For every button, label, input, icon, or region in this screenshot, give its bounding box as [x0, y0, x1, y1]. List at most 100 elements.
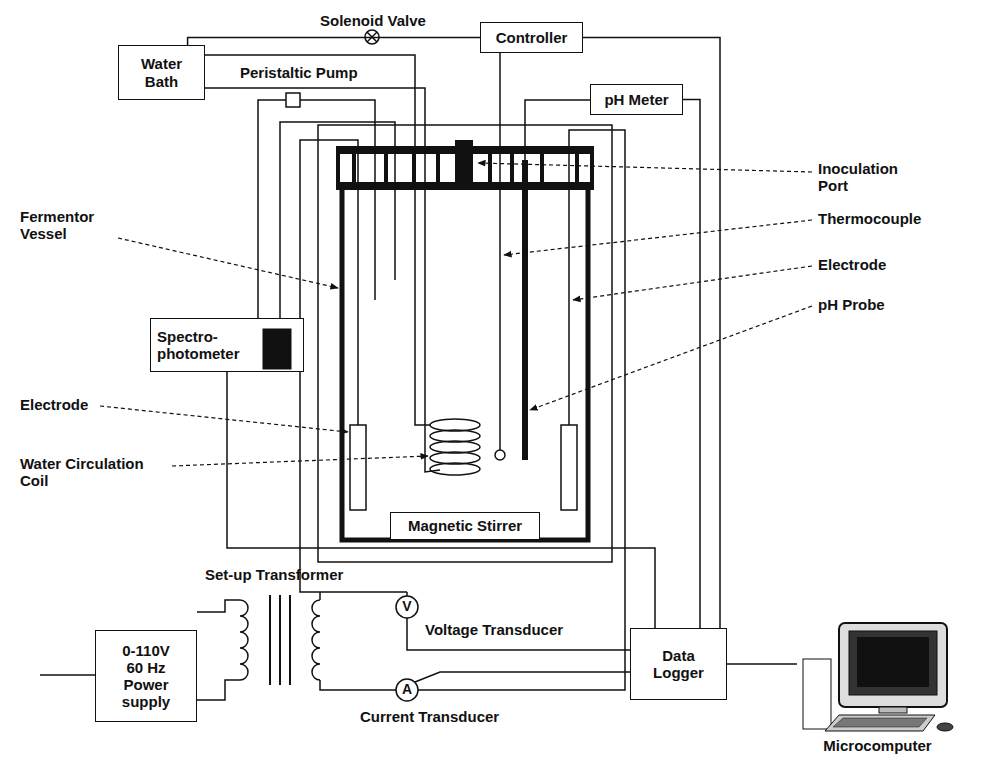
node-label: Magnetic Stirrer [408, 517, 522, 534]
node-text-group: Controller [496, 29, 568, 46]
leader-line [100, 406, 348, 432]
node-label: Water Bath [132, 55, 192, 90]
controller-box: Controller [480, 22, 583, 53]
computer-icon [879, 707, 907, 713]
electrode [418, 130, 625, 690]
computer-icon [833, 718, 927, 727]
water-circulation-coil [430, 452, 480, 464]
computer-icon [795, 619, 960, 737]
inoculation-port [455, 140, 473, 190]
transformer [312, 600, 320, 680]
node-text-group: Data Logger [649, 647, 709, 682]
water-circulation-coil [430, 441, 480, 453]
peristaltic-pump [286, 93, 300, 107]
vessel-lid [575, 154, 579, 182]
leader-line [478, 163, 812, 172]
transformer [279, 595, 281, 685]
ph-probe [522, 160, 528, 460]
node-text-group: 0-110V 60 Hz Power supply [115, 642, 177, 711]
part-label: Water Circulation Coil [20, 455, 170, 490]
node-text-group: Magnetic Stirrer [408, 517, 522, 534]
node-label: pH Meter [604, 91, 668, 108]
vessel-lid [336, 154, 340, 182]
transformer [197, 680, 240, 700]
sample-tubing [300, 100, 375, 300]
electrode [561, 425, 577, 510]
vessel-lid [384, 154, 388, 182]
computer-icon [849, 631, 937, 695]
part-label: Thermocouple [818, 210, 921, 227]
transformer [289, 595, 291, 685]
leader-line [118, 238, 338, 288]
node-text-group: Water Bath [132, 55, 192, 90]
part-label: Solenoid Valve [320, 12, 432, 29]
signal-wire [188, 38, 480, 46]
transformer [240, 600, 248, 680]
leader-line [573, 266, 812, 300]
computer-icon [937, 723, 953, 731]
stirrer-box: Magnetic Stirrer [390, 512, 540, 540]
ph-probe [525, 100, 590, 160]
node-text-group: Spectro- photometer [157, 328, 249, 363]
node-text-group: Microcomputer [823, 737, 931, 754]
part-label: Current Transducer [360, 708, 499, 725]
water-circulation-coil [430, 419, 480, 431]
fermentor-vessel [342, 190, 588, 540]
peristaltic-pump [286, 93, 300, 107]
vessel-enclosure [318, 125, 612, 562]
part-label: Fermentor Vessel [20, 208, 120, 243]
part-label: Electrode [818, 256, 886, 273]
transformer [319, 592, 321, 600]
water-circulation-coil [430, 430, 480, 442]
fermentor-vessel [342, 190, 588, 540]
transducer [407, 618, 630, 650]
computer-icon [839, 623, 947, 707]
ph-meter-box: pH Meter [590, 84, 683, 115]
sample-tubing [258, 100, 395, 330]
transducer [415, 672, 630, 682]
sample-tubing [258, 100, 286, 330]
part-label: Peristaltic Pump [240, 64, 358, 81]
part-label: Voltage Transducer [425, 621, 563, 638]
part-label: Set-up Transformer [205, 566, 343, 583]
transducer [396, 679, 418, 701]
transformer [269, 595, 271, 685]
water-circulation-coil [430, 463, 480, 475]
electrode [300, 130, 625, 690]
spectrophotometer-box: Spectro- photometer [150, 318, 304, 372]
inoculation-port [455, 140, 473, 190]
vessel-lid [352, 154, 356, 182]
signal-wire [227, 372, 655, 628]
node-label: Data Logger [649, 647, 709, 682]
vessel-lid [590, 154, 594, 182]
leader-line [172, 456, 428, 466]
cuvette [263, 329, 291, 369]
transducer-symbol-label: A [397, 681, 417, 697]
ph-probe [525, 100, 590, 460]
vessel-lid [488, 154, 492, 182]
vessel-enclosure [318, 125, 612, 562]
transformer [197, 600, 240, 612]
transducer [396, 596, 418, 618]
microcomputer: Microcomputer [795, 608, 960, 754]
part-label: Electrode [20, 396, 88, 413]
signal-wire [683, 100, 700, 629]
data-logger-box: Data Logger [630, 628, 727, 700]
node-label: 0-110V 60 Hz Power supply [115, 642, 177, 711]
node-label: Spectro- photometer [157, 328, 249, 363]
part-label: Inoculation Port [818, 160, 918, 195]
vessel-lid [510, 154, 514, 182]
leader-line [504, 220, 812, 255]
node-label: Microcomputer [823, 737, 931, 754]
water-bath-box: Water Bath [118, 45, 205, 100]
water-circulation-coil [205, 88, 440, 472]
cuvette [261, 325, 297, 371]
signal-wire [583, 38, 720, 629]
computer-icon [857, 637, 929, 687]
transformer [320, 680, 396, 690]
transformer [40, 674, 95, 676]
transducer [396, 592, 630, 701]
thermocouple [495, 450, 505, 460]
signal-wire [727, 663, 797, 665]
vessel-lid [436, 154, 440, 182]
